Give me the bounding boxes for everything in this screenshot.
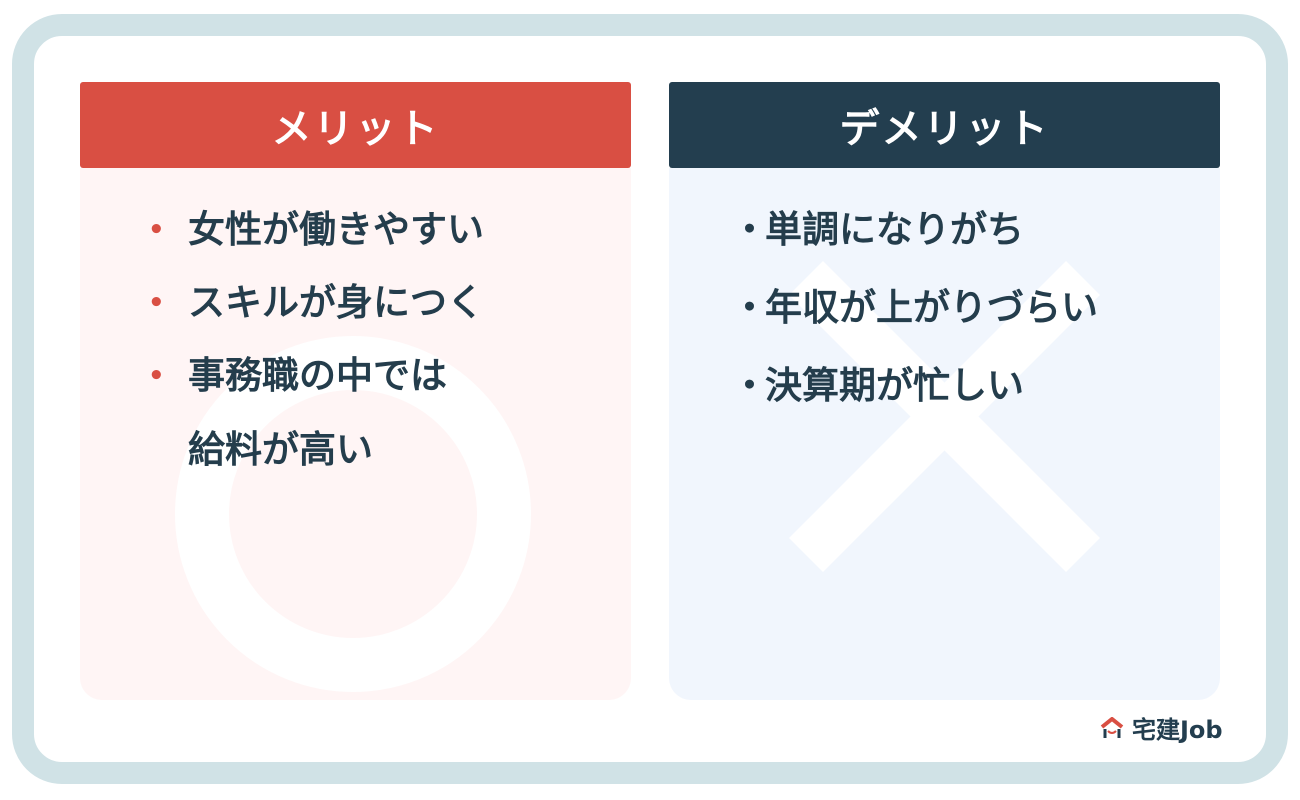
bullet-icon: • — [148, 215, 165, 245]
demerit-body: ・ 単調になりがち ・ 年収が上がりづらい ・ 決算期が忙しい — [669, 168, 1220, 700]
bullet-icon: ・ — [731, 364, 768, 407]
bullet-icon: • — [148, 361, 165, 391]
merit-list: • 女性が働きやすい • スキルが身につく • 事務職の中では 給料が高い — [148, 210, 484, 520]
cross-icon — [789, 261, 1100, 572]
list-item: • スキルが身につく — [148, 281, 484, 324]
list-item: ・ 単調になりがち — [731, 208, 1024, 251]
bullet-icon: • — [148, 288, 165, 318]
demerit-header: デメリット — [669, 82, 1220, 168]
list-item: ・ 決算期が忙しい — [731, 364, 1024, 407]
list-item: • 事務職の中では 給料が高い — [148, 354, 447, 471]
list-item: • 女性が働きやすい — [148, 208, 484, 251]
bullet-icon: ・ — [731, 208, 768, 251]
merit-body: • 女性が働きやすい • スキルが身につく • 事務職の中では 給料が高い — [80, 168, 631, 700]
house-icon — [1100, 716, 1124, 738]
demerit-panel: デメリット ・ 単調になりがち ・ 年収が上がりづらい ・ 決算期が忙しい — [669, 82, 1220, 700]
demerit-list: ・ 単調になりがち ・ 年収が上がりづらい ・ 決算期が忙しい — [731, 210, 1098, 444]
merit-header: メリット — [80, 82, 631, 168]
list-item: ・ 年収が上がりづらい — [731, 286, 1098, 329]
merit-panel: メリット • 女性が働きやすい • スキルが身につく • 事務職の中では 給料が… — [80, 82, 631, 700]
bullet-icon: ・ — [731, 286, 768, 329]
logo-text: 宅建Job — [1132, 716, 1223, 744]
brand-logo: 宅建Job — [1100, 710, 1223, 745]
